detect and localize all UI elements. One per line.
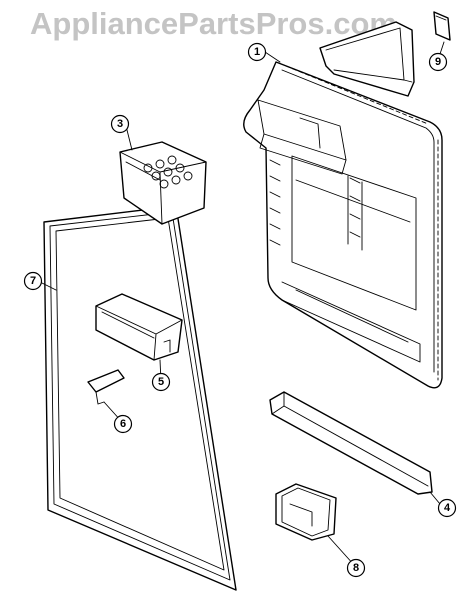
callout-7: 7 — [23, 271, 43, 291]
callout-label: 6 — [120, 418, 126, 430]
callout-label: 1 — [254, 46, 260, 58]
callout-label: 5 — [158, 376, 164, 388]
callout-3: 3 — [110, 114, 130, 134]
callout-5: 5 — [151, 372, 171, 392]
handle-insert — [275, 483, 337, 541]
door-gasket — [43, 205, 237, 591]
dairy-bin — [319, 21, 415, 97]
callout-label: 7 — [30, 275, 36, 287]
door-bin — [95, 293, 183, 361]
callout-label: 4 — [444, 502, 451, 514]
callout-label: 8 — [353, 562, 359, 574]
callout-label: 3 — [117, 118, 123, 130]
callout-6: 6 — [113, 414, 133, 434]
egg-bin — [119, 141, 207, 225]
watermark-text: AppliancePartsPros.com — [30, 6, 397, 41]
callout-4: 4 — [437, 498, 457, 518]
callout-1: 1 — [247, 42, 267, 62]
callout-9: 9 — [428, 52, 448, 72]
bin-retainer — [87, 369, 125, 405]
callout-8: 8 — [346, 558, 366, 578]
callout-label: 9 — [435, 56, 441, 68]
dairy-door — [433, 11, 451, 41]
door-liner — [243, 61, 443, 389]
door-shelf-rail — [269, 391, 433, 495]
